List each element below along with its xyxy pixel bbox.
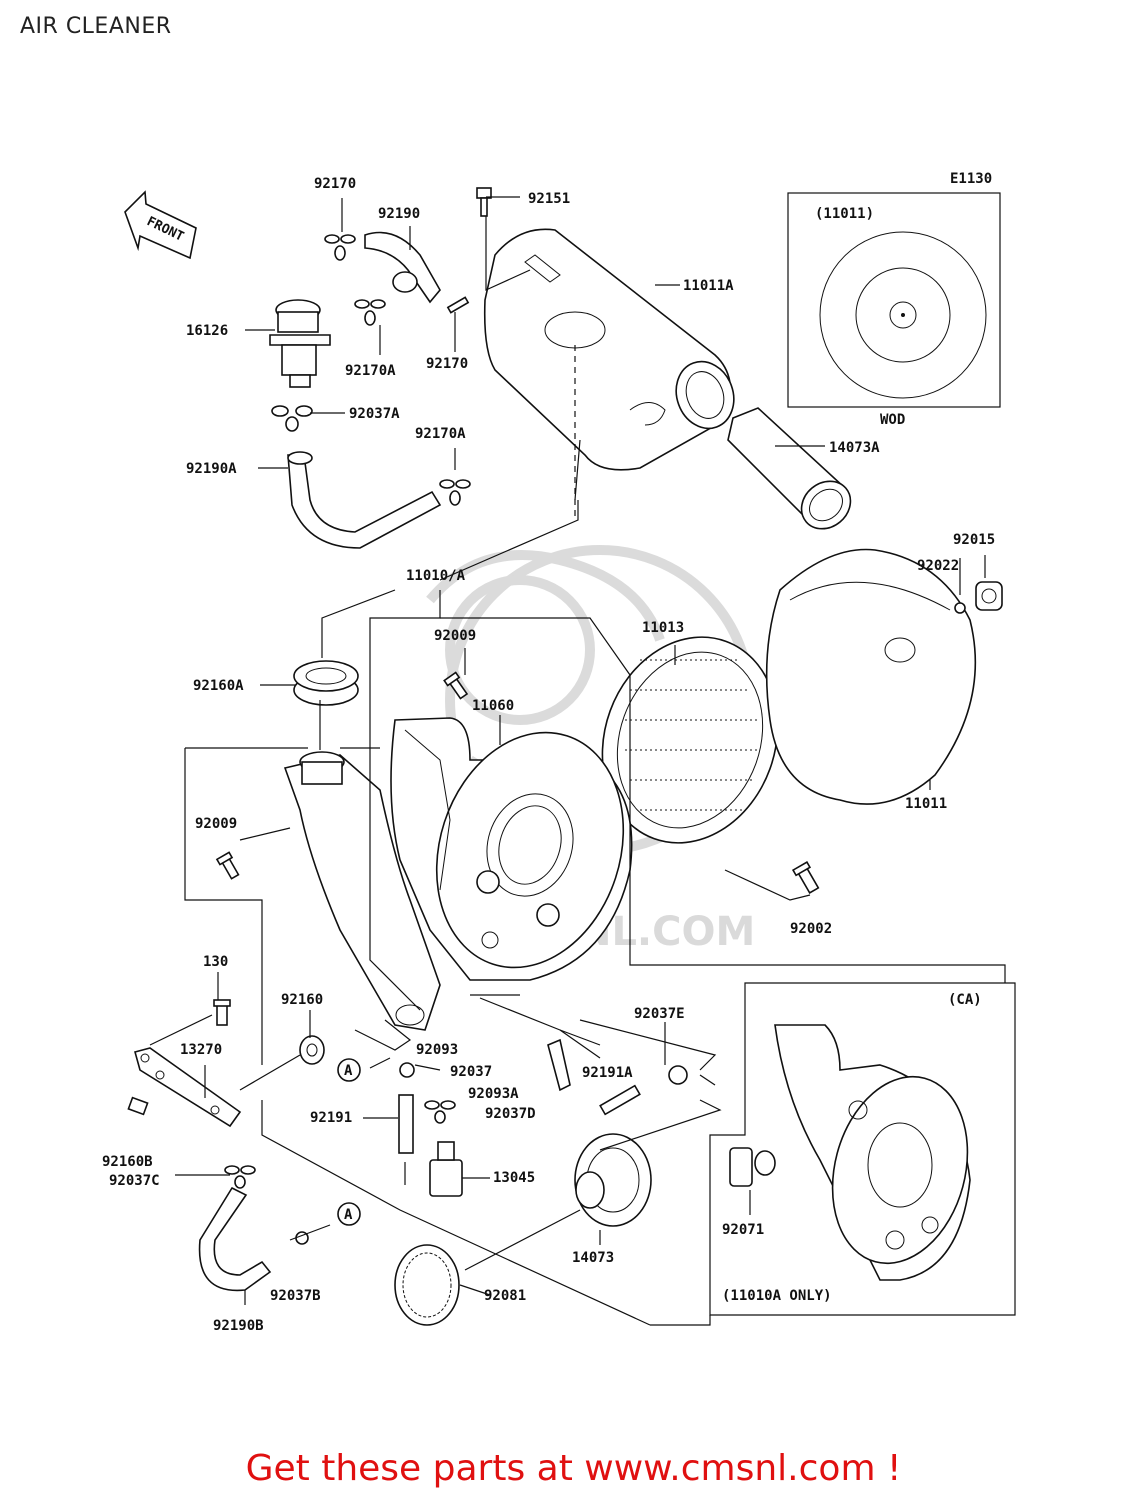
label-130: 130 (203, 954, 228, 970)
label-92009-top: 92009 (434, 628, 476, 644)
label-92191: 92191 (310, 1110, 352, 1126)
label-92151: 92151 (528, 191, 570, 207)
cover-11011 (765, 548, 977, 805)
label-11011: 11011 (905, 796, 947, 812)
label-92002: 92002 (790, 921, 832, 937)
grommet-92160a (293, 660, 359, 706)
hose-92093a (547, 1038, 571, 1092)
label-16126: 16126 (186, 323, 228, 339)
seal-14073 (574, 1133, 652, 1227)
label-92037: 92037 (450, 1064, 492, 1080)
bolt-92009-left (215, 851, 240, 880)
wod-element (819, 231, 987, 399)
part-labels: 92170 92190 92151 11011A 16126 92170A 92… (102, 176, 995, 1334)
label-11010a: 11010/A (406, 568, 466, 584)
label-92037e: 92037E (634, 1006, 685, 1022)
label-92170-mid: 92170 (426, 356, 468, 372)
ca-base (774, 1024, 971, 1281)
nut-92015 (975, 581, 1003, 611)
parts-diagram: CMSNL.COM E1130 FRONT (11011) WOD (102, 171, 1016, 1334)
tube-92191a (599, 1084, 641, 1116)
label-92071: 92071 (722, 1222, 764, 1238)
valve-16126 (269, 299, 331, 388)
label-11013: 11013 (642, 620, 684, 636)
page-title: AIR CLEANER (20, 14, 172, 39)
hose-92190 (364, 231, 441, 304)
hose-92190a (287, 454, 442, 549)
label-92160a: 92160A (193, 678, 244, 694)
diagram-code: E1130 (950, 171, 992, 187)
bolt-130 (213, 999, 231, 1026)
label-92160b: 92160B (102, 1154, 153, 1170)
clip-92170-top (324, 234, 356, 261)
clip-92037c (224, 1165, 256, 1189)
label-92190: 92190 (378, 206, 420, 222)
label-92170-top: 92170 (314, 176, 356, 192)
label-92037d: 92037D (485, 1106, 536, 1122)
hose-92190b (198, 1186, 272, 1292)
footer-link[interactable]: Get these parts at www.cmsnl.com ! (245, 1448, 902, 1489)
clip-92170a-mid (439, 479, 471, 506)
label-92037c: 92037C (109, 1173, 160, 1189)
pad-92160b (127, 1096, 149, 1116)
bolt-92151 (476, 187, 492, 217)
bolt-92002 (791, 861, 820, 894)
wod-box-caption: WOD (880, 412, 905, 428)
label-11060: 11060 (472, 698, 514, 714)
label-92170a-left: 92170A (345, 363, 396, 379)
ring-92081 (394, 1244, 460, 1326)
label-92160: 92160 (281, 992, 323, 1008)
leader-lines (149, 196, 1006, 1326)
label-92015: 92015 (953, 532, 995, 548)
tube-92191 (398, 1094, 414, 1154)
clamp-92037 (399, 1062, 415, 1078)
callout-a-upper-text: A (344, 1063, 353, 1079)
label-92190a: 92190A (186, 461, 237, 477)
label-92093: 92093 (416, 1042, 458, 1058)
duct-14073a (727, 407, 852, 530)
intake-duct (283, 751, 441, 1031)
filter-11013 (601, 636, 779, 844)
wod-box (787, 192, 1001, 408)
clamp-92037e (668, 1065, 688, 1085)
label-92009-left: 92009 (195, 816, 237, 832)
callout-a-lower-text: A (344, 1207, 353, 1223)
label-92037a: 92037A (349, 406, 400, 422)
elbow-92071 (729, 1147, 776, 1187)
label-14073: 14073 (572, 1250, 614, 1266)
front-arrow-icon: FRONT (124, 190, 197, 260)
ca-box-ref: (CA) (948, 992, 982, 1008)
label-13270: 13270 (180, 1042, 222, 1058)
hose-92190-end (392, 271, 418, 293)
wod-box-ref: (11011) (815, 206, 874, 222)
label-92191a: 92191A (582, 1065, 633, 1081)
clip-92037a (271, 405, 313, 432)
label-92093a: 92093A (468, 1086, 519, 1102)
label-14073a: 14073A (829, 440, 880, 456)
hose-92190a-end (287, 451, 313, 465)
label-13045: 13045 (493, 1170, 535, 1186)
label-92190b: 92190B (213, 1318, 264, 1334)
callout-a-upper: A (337, 1058, 361, 1082)
clip-92170-mid (446, 296, 470, 314)
cover-11011a (483, 228, 735, 471)
base-11060 (390, 717, 633, 981)
label-92170a-mid: 92170A (415, 426, 466, 442)
label-11011a: 11011A (683, 278, 734, 294)
grommet-92160 (299, 1035, 325, 1065)
ca-box-caption: (11010A ONLY) (722, 1288, 832, 1304)
bolt-92009-top (443, 671, 469, 700)
clip-92170a-left (354, 299, 386, 326)
label-92037b: 92037B (270, 1288, 321, 1304)
washer-92022 (954, 602, 966, 614)
label-92022: 92022 (917, 558, 959, 574)
bracket-13270 (134, 1047, 242, 1128)
label-92081: 92081 (484, 1288, 526, 1304)
cap-13045 (429, 1141, 463, 1197)
callout-a-lower: A (337, 1202, 361, 1226)
clip-92037d (424, 1100, 456, 1124)
